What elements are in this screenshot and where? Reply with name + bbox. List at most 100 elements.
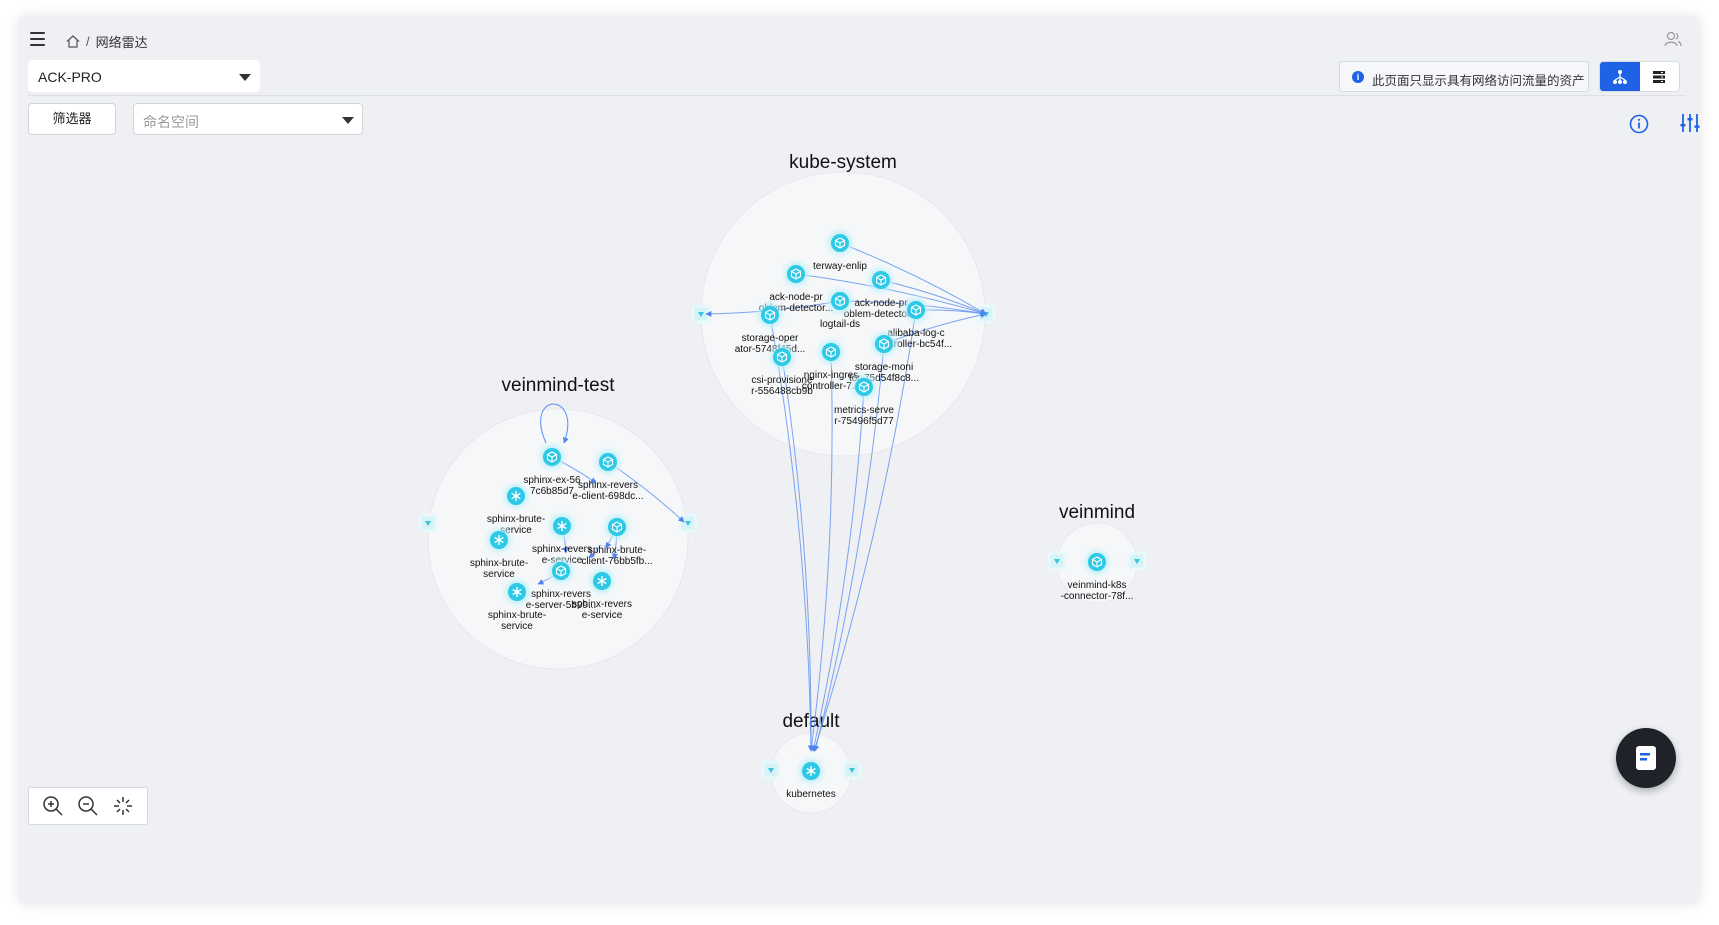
topology-node[interactable]: sphinx-brute-service xyxy=(488,575,546,632)
node-label: oblem-detector... xyxy=(844,309,918,320)
menu-icon[interactable] xyxy=(30,32,45,46)
node-label: nginx-ingres xyxy=(804,370,858,381)
ingress-port-icon[interactable] xyxy=(418,513,438,533)
app-window: / 网络雷达 ACK-PRO i 此页面只显示具有网络访问流量的资产 筛选器 命… xyxy=(18,16,1700,904)
report-fab-button[interactable] xyxy=(1616,728,1676,788)
node-label: veinmind-k8s xyxy=(1068,580,1127,591)
top-bar: / 网络雷达 xyxy=(18,16,1700,60)
traffic-edge[interactable] xyxy=(588,544,602,559)
node-label: storage-moni xyxy=(855,362,913,373)
node-label: sphinx-brute- xyxy=(470,558,528,569)
info-icon: i xyxy=(1352,71,1364,83)
traffic-edge[interactable] xyxy=(808,351,833,752)
node-label: client-76bb5fb... xyxy=(581,556,652,567)
zoom-controls xyxy=(28,787,148,825)
topology-node[interactable]: sphinx-brute-service xyxy=(470,523,528,580)
node-label: r-556488cb9b xyxy=(751,386,813,397)
topology-node[interactable]: sphinx-brute-client-76bb5fb... xyxy=(581,510,653,567)
topology-node[interactable]: storage-monitor-75d54f8c8... xyxy=(849,327,919,384)
node-label: tor-75d54f8c8... xyxy=(849,373,919,384)
namespace-title: veinmind xyxy=(1059,502,1135,523)
info-notice: i 此页面只显示具有网络访问流量的资产 xyxy=(1339,61,1589,92)
topology-node[interactable]: veinmind-k8s-connector-78f... xyxy=(1061,545,1134,602)
zoom-in-icon[interactable] xyxy=(42,795,64,817)
workload-cube-icon xyxy=(776,351,788,363)
service-icon xyxy=(557,521,567,531)
service-icon xyxy=(512,587,522,597)
info-circle-icon[interactable] xyxy=(1629,114,1649,134)
node-label: kubernetes xyxy=(786,789,835,800)
egress-port-icon[interactable] xyxy=(1127,551,1147,571)
list-view-button[interactable] xyxy=(1640,62,1680,91)
topology-node[interactable]: metrics-server-75496f5d77 xyxy=(834,370,894,427)
node-label: service xyxy=(483,569,515,580)
document-icon xyxy=(1636,746,1656,770)
traffic-edge[interactable] xyxy=(781,356,815,752)
chevron-down-icon xyxy=(342,117,354,124)
workload-cube-icon xyxy=(790,268,802,280)
workload-cube-icon xyxy=(611,521,623,533)
service-icon xyxy=(511,491,521,501)
zoom-out-icon[interactable] xyxy=(77,795,99,817)
workload-cube-icon xyxy=(825,346,837,358)
node-label: alibaba-log-c xyxy=(887,328,944,339)
node-label: ack-node-pr xyxy=(854,298,908,309)
topology-node[interactable]: ack-node-problem-detector... xyxy=(759,257,833,314)
traffic-edge[interactable] xyxy=(812,309,917,752)
topology-node[interactable]: nginx-ingrescontroller-7... xyxy=(802,335,860,392)
cluster-select[interactable]: ACK-PRO xyxy=(28,60,260,92)
graph-view-button[interactable] xyxy=(1600,62,1640,91)
traffic-edge[interactable] xyxy=(839,242,987,315)
filter-button[interactable]: 筛选器 xyxy=(28,103,116,135)
namespace-select[interactable]: 命名空间 xyxy=(133,103,363,135)
traffic-edge[interactable] xyxy=(813,343,885,752)
user-icon[interactable] xyxy=(1664,31,1682,47)
topology-node[interactable]: sphinx-reverse-client-698dc... xyxy=(572,445,644,502)
node-label: sphinx-ex-56 xyxy=(523,475,581,486)
service-icon xyxy=(806,766,816,776)
breadcrumb-separator: / xyxy=(86,34,90,49)
node-label: controller-7... xyxy=(802,381,860,392)
namespace-title: kube-system xyxy=(789,152,897,173)
node-label: e-client-698dc... xyxy=(572,491,643,502)
service-icon xyxy=(597,576,607,586)
node-label: service xyxy=(500,525,532,536)
self-loop-edge[interactable] xyxy=(540,403,569,444)
home-icon[interactable] xyxy=(66,35,80,48)
ingress-port-icon[interactable] xyxy=(691,304,711,324)
topology-node[interactable]: kubernetes xyxy=(786,754,836,800)
topology-node[interactable]: logtail-ds xyxy=(820,284,860,330)
workload-cube-icon xyxy=(834,237,846,249)
ingress-port-icon[interactable] xyxy=(761,760,781,780)
node-label: r-75496f5d77 xyxy=(834,416,894,427)
workload-cube-icon xyxy=(878,338,890,350)
namespace-title: veinmind-test xyxy=(502,375,616,396)
topology-node[interactable]: sphinx-reverse-server-5b99... xyxy=(526,554,597,611)
workload-cube-icon xyxy=(546,451,558,463)
fit-view-icon[interactable] xyxy=(112,795,134,817)
topology-node[interactable]: ack-node-problem-detector... xyxy=(844,263,918,320)
node-label: sphinx-brute- xyxy=(488,610,546,621)
node-label: terway-enlip xyxy=(813,261,867,272)
egress-port-icon[interactable] xyxy=(678,513,698,533)
node-label: -connector-78f... xyxy=(1061,591,1134,602)
topology-node[interactable]: sphinx-brute-service xyxy=(487,479,545,536)
node-label: 7c6b85d7 xyxy=(530,486,574,497)
ingress-port-icon[interactable] xyxy=(1047,551,1067,571)
workload-cube-icon xyxy=(764,309,776,321)
workload-cube-icon xyxy=(834,295,846,307)
node-label: oblem-detector... xyxy=(759,303,833,314)
egress-port-icon[interactable] xyxy=(842,760,862,780)
breadcrumb-current: 网络雷达 xyxy=(95,35,148,50)
chevron-down-icon xyxy=(239,74,251,81)
workload-cube-icon xyxy=(1091,556,1103,568)
settings-sliders-icon[interactable] xyxy=(1679,112,1700,134)
topology-node[interactable]: alibaba-log-controller-bc54f... xyxy=(880,293,952,350)
workload-cube-icon xyxy=(910,304,922,316)
workload-cube-icon xyxy=(602,456,614,468)
topology-node[interactable]: terway-enlip xyxy=(813,226,867,272)
traffic-edge[interactable] xyxy=(811,386,865,752)
